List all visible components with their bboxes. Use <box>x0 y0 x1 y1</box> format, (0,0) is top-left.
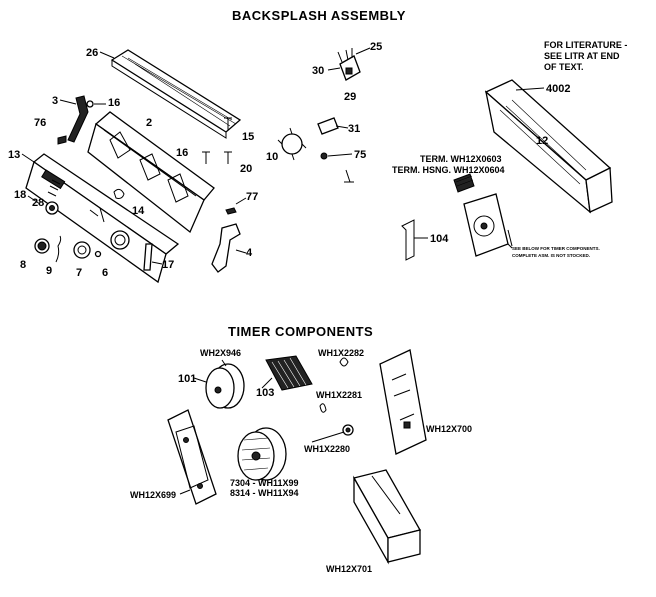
label-wh2x946: WH2X946 <box>200 348 241 358</box>
callout-16a: 16 <box>108 97 120 109</box>
clip-76-part <box>57 135 67 145</box>
label-wh1x2282: WH1X2282 <box>318 348 364 358</box>
bracket-part <box>67 95 94 143</box>
control-housing-part <box>87 111 215 234</box>
callout-10: 10 <box>266 151 278 163</box>
end-cap-part <box>211 223 241 273</box>
callout-28: 28 <box>32 197 44 209</box>
callout-101: 101 <box>178 373 196 385</box>
callout-103: 103 <box>256 387 274 399</box>
label-cam-2: 8314 - WH11X94 <box>230 488 299 498</box>
callout-30: 30 <box>312 65 324 77</box>
label-wh1x2280: WH1X2280 <box>304 444 350 454</box>
screw-16-part <box>202 151 210 164</box>
knob-8-part <box>34 238 50 254</box>
callout-4: 4 <box>246 247 253 259</box>
bracket-104-part <box>401 219 415 261</box>
timer-switch-103 <box>265 355 313 391</box>
callout-12: 12 <box>536 135 548 147</box>
callout-18: 18 <box>14 189 26 201</box>
callout-25: 25 <box>370 41 382 53</box>
callout-6: 6 <box>102 267 108 279</box>
timer-motor-101 <box>205 363 245 409</box>
callout-15: 15 <box>242 131 254 143</box>
knob-7-part <box>73 241 91 259</box>
callout-104: 104 <box>430 233 449 245</box>
screw-20-part <box>224 151 232 164</box>
label-wh12x701: WH12X701 <box>326 564 372 574</box>
callout-3: 3 <box>52 95 58 107</box>
label-wh1x2281: WH1X2281 <box>316 390 362 400</box>
shaft-wh1x2280 <box>311 424 354 443</box>
screw-77-part <box>225 207 237 215</box>
trim-strip-part <box>110 49 242 139</box>
timer-title: TIMER COMPONENTS <box>228 324 373 339</box>
clip-31-part <box>317 117 339 135</box>
rod-part <box>143 243 153 271</box>
frame-wh12x699 <box>167 409 217 505</box>
callout-9: 9 <box>46 265 52 277</box>
backsplash-title: BACKSPLASH ASSEMBLY <box>232 8 406 23</box>
housing-4002-part <box>484 79 613 214</box>
callout-8: 8 <box>20 259 26 271</box>
callout-31: 31 <box>348 123 360 135</box>
callout-4002: 4002 <box>546 83 570 95</box>
cover-wh12x701 <box>353 469 421 565</box>
callout-29: 29 <box>344 91 356 103</box>
timer-cam <box>237 427 287 481</box>
callout-26: 26 <box>86 47 98 59</box>
label-cam-1: 7304 - WH11X99 <box>230 478 299 488</box>
literature-note-line2: SEE LITR AT END <box>544 51 620 61</box>
clip-wh1x2281 <box>319 403 327 413</box>
callout-13: 13 <box>8 149 20 161</box>
timer-note-line2: COMPLETE ASM. IS NOT STOCKED. <box>512 253 590 258</box>
callout-75: 75 <box>354 149 366 161</box>
label-wh12x700: WH12X700 <box>426 424 472 434</box>
callout-2: 2 <box>146 117 152 129</box>
literature-note-line3: OF TEXT. <box>544 62 584 72</box>
callout-77: 77 <box>246 191 258 203</box>
timer-note-line1: SEE BELOW FOR TIMER COMPONENTS. <box>512 246 600 251</box>
clip-wh1x2282 <box>339 357 349 367</box>
plate-wh12x700 <box>379 349 427 455</box>
knob-28-part <box>45 201 59 215</box>
spring-part <box>55 235 62 263</box>
callout-16b: 16 <box>176 147 188 159</box>
callout-7: 7 <box>76 267 82 279</box>
term-label: TERM. WH12X0603 <box>420 154 502 164</box>
label-wh12x699: WH12X699 <box>130 490 176 500</box>
term-housing-label: TERM. HSNG. WH12X0604 <box>392 165 505 175</box>
washer-part <box>94 250 102 258</box>
timer-assembly-part <box>463 193 513 257</box>
control-panel-part <box>25 153 180 284</box>
motor-10-part <box>277 127 307 161</box>
screw-15-part <box>224 117 232 130</box>
switch-part <box>337 48 361 81</box>
callout-20: 20 <box>240 163 252 175</box>
literature-note-line1: FOR LITERATURE - <box>544 40 627 50</box>
clip-part <box>113 188 125 199</box>
callout-17: 17 <box>162 259 174 271</box>
callout-76: 76 <box>34 117 46 129</box>
clip-75-part <box>320 152 354 183</box>
callout-14: 14 <box>132 205 145 217</box>
terminal-block-part <box>453 173 475 193</box>
